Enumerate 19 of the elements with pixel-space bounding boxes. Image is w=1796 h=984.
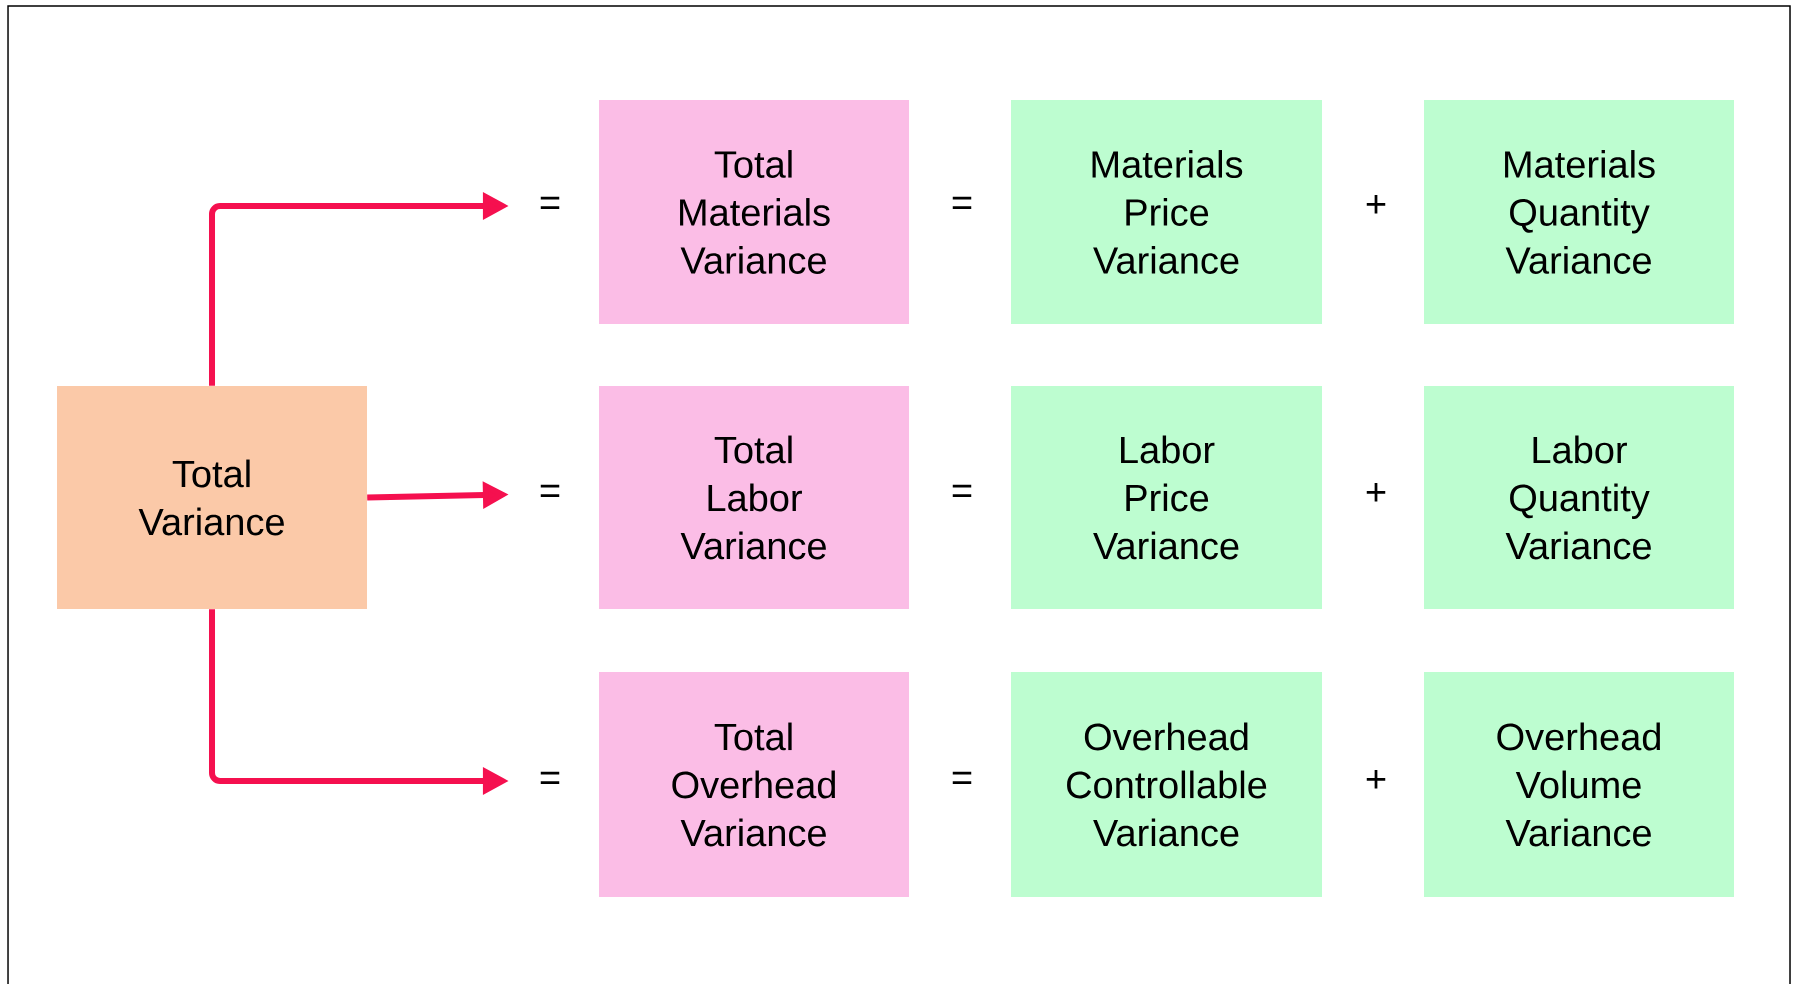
- equals-sign: =: [540, 196, 560, 209]
- component-box: Overhead Volume Variance: [1424, 672, 1734, 897]
- total-box: Total Labor Variance: [599, 386, 909, 609]
- equals-sign: =: [540, 771, 560, 784]
- component-box: Materials Quantity Variance: [1424, 100, 1734, 324]
- operator-sign: +: [1366, 770, 1386, 789]
- component-box: Labor Quantity Variance: [1424, 386, 1734, 609]
- operator-sign: =: [952, 196, 972, 209]
- component-box: Overhead Controllable Variance: [1011, 672, 1322, 897]
- total-box: Total Overhead Variance: [599, 672, 909, 897]
- operator-sign: +: [1366, 195, 1386, 214]
- operator-sign: =: [952, 771, 972, 784]
- equals-sign: =: [540, 484, 560, 497]
- component-box: Labor Price Variance: [1011, 386, 1322, 609]
- operator-sign: =: [952, 484, 972, 497]
- operator-sign: +: [1366, 483, 1386, 502]
- source-box: Total Variance: [57, 386, 367, 609]
- total-box: Total Materials Variance: [599, 100, 909, 324]
- component-box: Materials Price Variance: [1011, 100, 1322, 324]
